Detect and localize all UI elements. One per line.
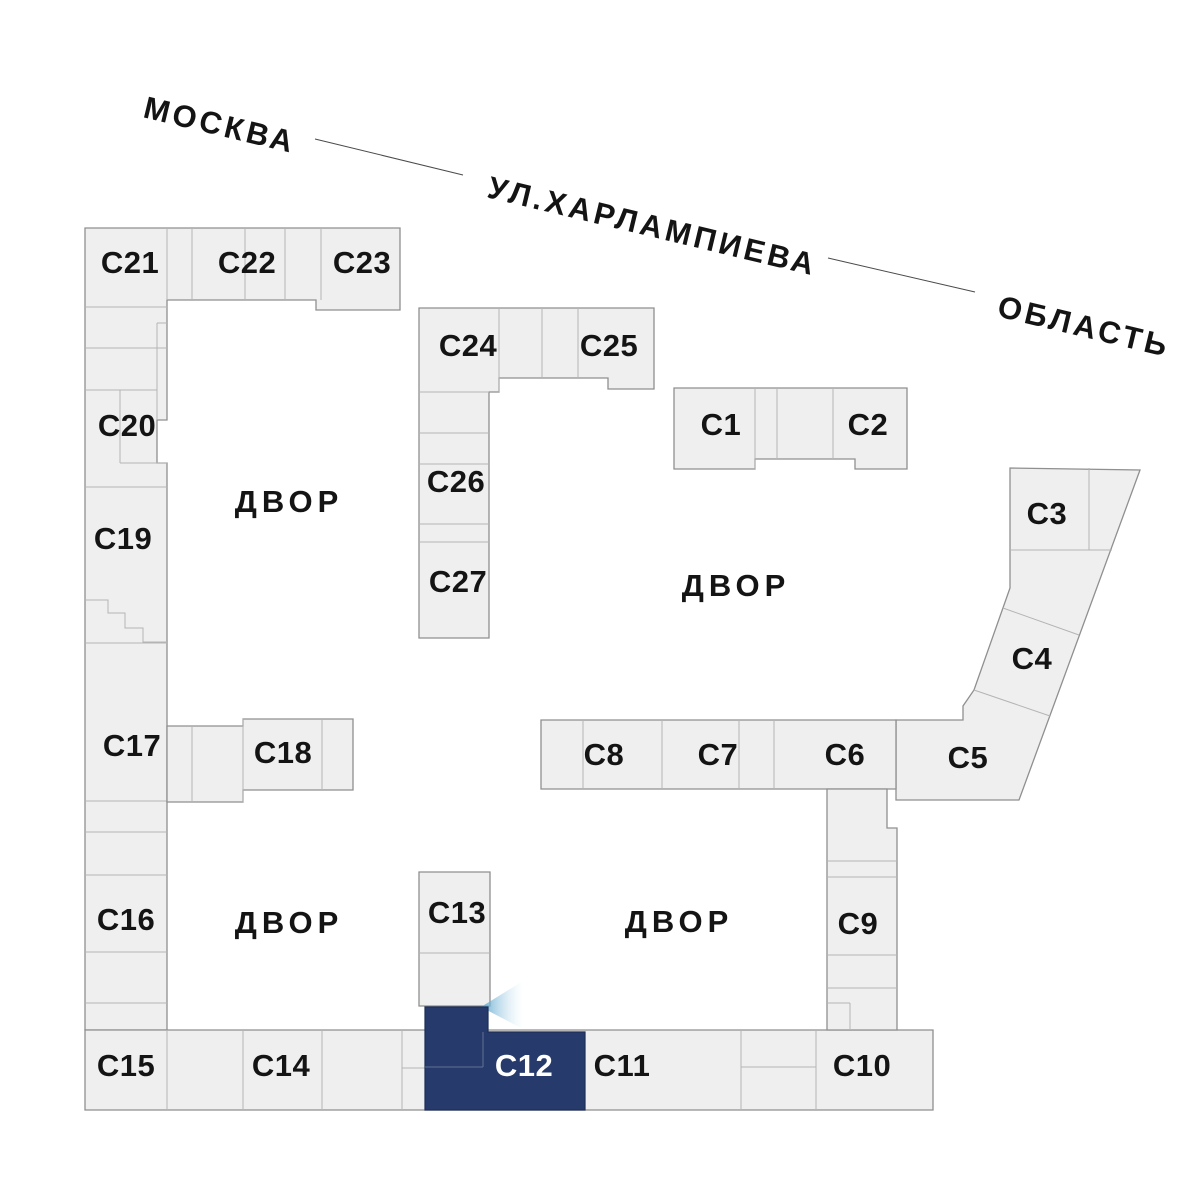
block-label-c7[interactable]: С7 <box>698 737 739 772</box>
block-label-c17[interactable]: С17 <box>103 728 161 763</box>
block-label-c16[interactable]: С16 <box>97 902 155 937</box>
block-label-c23[interactable]: С23 <box>333 245 391 280</box>
block-label-c15[interactable]: С15 <box>97 1048 155 1083</box>
street-annotations: МОСКВА УЛ.ХАРЛАМПИЕВА ОБЛАСТЬ <box>140 90 1174 364</box>
building-east-band[interactable] <box>895 467 1141 801</box>
selected-block-c12-dividers <box>425 1032 484 1068</box>
building-west-wing-dividers <box>85 228 322 1004</box>
block-label-c26[interactable]: С26 <box>427 464 485 499</box>
block-label-c3[interactable]: С3 <box>1027 496 1068 531</box>
block-labels: С1 С2 С3 С4 С5 С6 С7 С8 С9 С10 С11 С12 С… <box>94 245 1068 1083</box>
street-line-east <box>827 257 976 293</box>
block-label-c12[interactable]: С12 <box>495 1048 553 1083</box>
block-label-c27[interactable]: С27 <box>429 564 487 599</box>
building-south-row-dividers <box>166 1030 817 1110</box>
block-label-c10[interactable]: С10 <box>833 1048 891 1083</box>
block-label-c20[interactable]: С20 <box>98 408 156 443</box>
building-c24-cluster-dividers <box>419 308 579 543</box>
block-label-c24[interactable]: С24 <box>439 328 498 363</box>
courtyard-label-northwest: ДВОР <box>235 484 344 519</box>
building-c9-column[interactable] <box>826 788 898 1031</box>
block-label-c11[interactable]: С11 <box>594 1048 651 1083</box>
selected-block-c12[interactable] <box>424 1006 586 1111</box>
courtyard-label-southwest: ДВОР <box>235 905 344 940</box>
street-label-moscow: МОСКВА <box>140 90 299 160</box>
block-label-c22[interactable]: С22 <box>218 245 276 280</box>
block-label-c14[interactable]: С14 <box>252 1048 311 1083</box>
courtyard-label-southeast: ДВОР <box>625 904 734 939</box>
building-mid-row[interactable] <box>540 719 897 790</box>
courtyard-label-northeast: ДВОР <box>682 568 791 603</box>
building-c18-arm-dividers <box>191 719 323 802</box>
block-label-c5[interactable]: С5 <box>948 740 989 775</box>
street-label-kharlampieva: УЛ.ХАРЛАМПИЕВА <box>484 170 821 283</box>
building-mid-row-dividers <box>582 720 775 789</box>
block-label-c9[interactable]: С9 <box>838 906 879 941</box>
building-c1-c2-dividers <box>754 388 834 469</box>
camera-view-cone-icon <box>481 981 523 1029</box>
block-label-c19[interactable]: С19 <box>94 521 152 556</box>
block-label-c4[interactable]: С4 <box>1012 641 1053 676</box>
block-label-c21[interactable]: С21 <box>101 245 159 280</box>
building-c1-c2[interactable] <box>673 387 908 470</box>
block-label-c8[interactable]: С8 <box>584 737 625 772</box>
block-label-c6[interactable]: С6 <box>825 737 866 772</box>
block-label-c1[interactable]: С1 <box>701 407 742 442</box>
selected-block-c12-shape[interactable] <box>424 1006 586 1111</box>
building-c13-column[interactable] <box>418 871 491 1007</box>
block-label-c2[interactable]: С2 <box>848 407 889 442</box>
block-label-c13[interactable]: С13 <box>428 895 486 930</box>
building-east-band-dividers <box>973 468 1112 717</box>
street-line-west <box>314 138 464 176</box>
block-label-c18[interactable]: С18 <box>254 735 312 770</box>
street-label-oblast: ОБЛАСТЬ <box>994 289 1174 364</box>
courtyard-labels: ДВОР ДВОР ДВОР ДВОР <box>235 484 791 940</box>
building-c9-column-dividers <box>827 860 897 1030</box>
block-label-c25[interactable]: С25 <box>580 328 638 363</box>
